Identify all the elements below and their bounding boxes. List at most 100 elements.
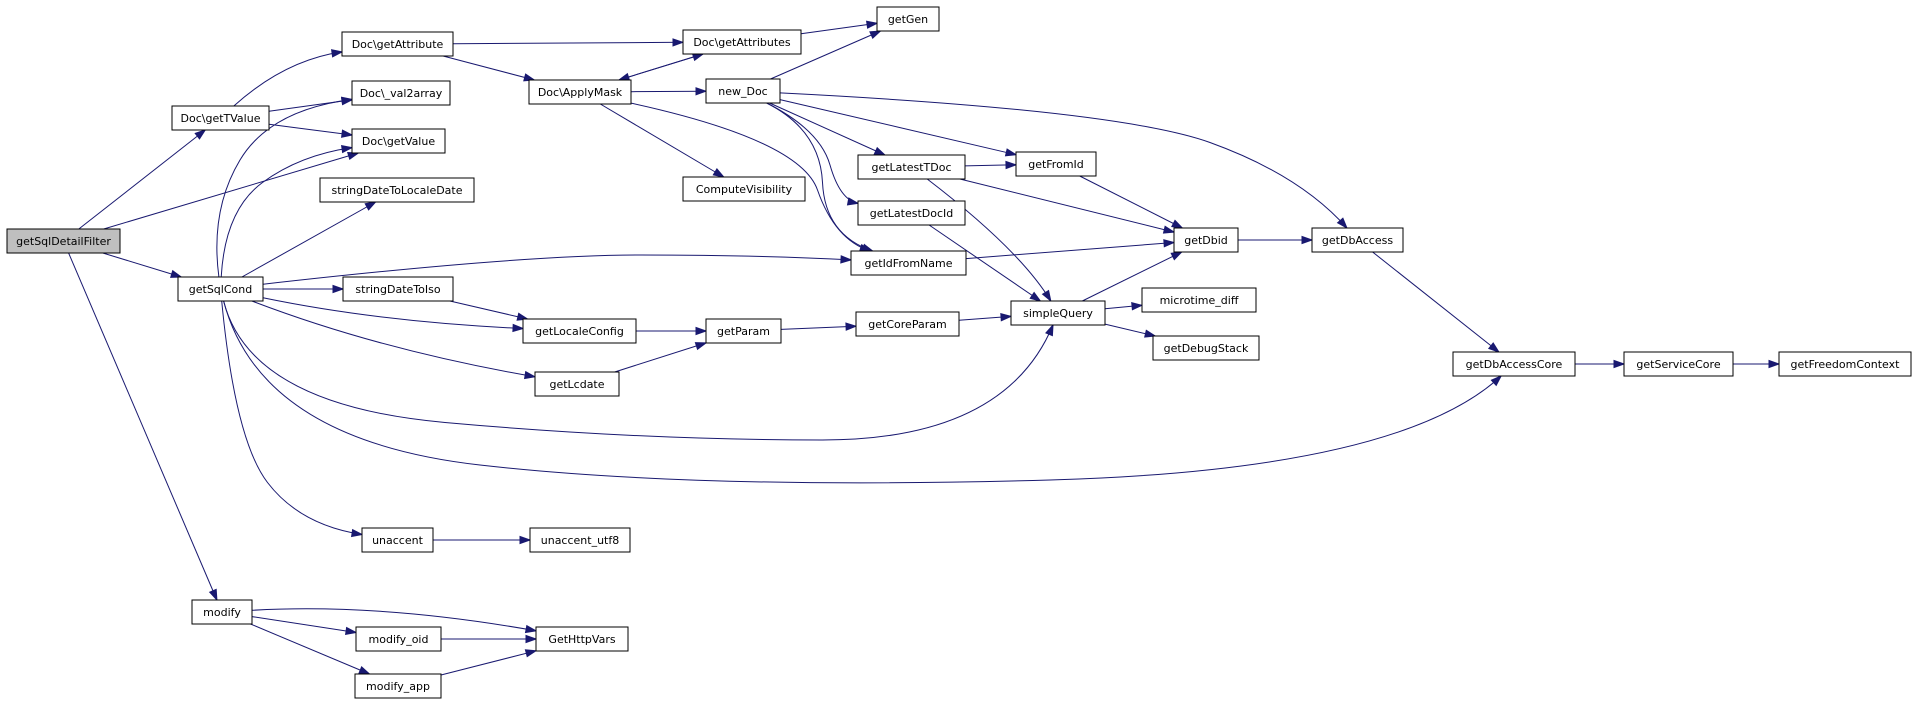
node-box — [1778, 351, 1912, 377]
node-getParam[interactable]: getParam — [705, 318, 782, 344]
edge-arrowhead — [341, 129, 354, 138]
edge-getSqlCond-to-getLocaleConfig — [262, 297, 525, 333]
node-label: getSqlCond — [189, 283, 252, 296]
edge-getSqlDetailFilter-to-getSqlCond — [102, 252, 183, 278]
edge-simpleQuery-to-getDebugStack — [1104, 323, 1157, 338]
node-getFreedomContext[interactable]: getFreedomContext — [1778, 351, 1912, 377]
edge-line — [1372, 251, 1500, 353]
node-modify[interactable]: modify — [191, 599, 253, 625]
node-simpleQuery[interactable]: simpleQuery — [1010, 300, 1106, 326]
node-box — [351, 128, 446, 154]
edge-line — [68, 252, 218, 601]
edge-arrowhead — [523, 370, 537, 380]
node-unaccent_utf8[interactable]: unaccent_utf8 — [529, 527, 631, 553]
edge-docGetAttributes-to-docApplyMask — [617, 53, 704, 81]
edge-line — [618, 53, 704, 81]
node-getDbAccess[interactable]: getDbAccess — [1311, 227, 1404, 253]
node-microtime_diff[interactable]: microtime_diff — [1141, 287, 1257, 313]
node-box — [191, 599, 253, 625]
edge-arrowhead — [712, 168, 726, 178]
edge-line — [600, 103, 724, 178]
edge-arrowhead — [869, 30, 882, 40]
node-label: Doc\getAttributes — [693, 36, 791, 49]
edge-arrowhead — [1005, 160, 1018, 170]
node-box — [351, 80, 451, 106]
edge-arrowhead — [672, 38, 685, 47]
edge-arrowhead — [873, 146, 887, 156]
node-docGetAttributes[interactable]: Doc\getAttributes — [682, 29, 802, 55]
node-getGen[interactable]: getGen — [876, 6, 940, 32]
node-computeVisibility[interactable]: ComputeVisibility — [682, 176, 806, 202]
edge-docApplyMask-to-new_Doc — [630, 87, 708, 96]
node-box — [355, 626, 442, 652]
node-getLcdate[interactable]: getLcdate — [534, 371, 620, 397]
node-docVal2array[interactable]: Doc\_val2array — [351, 80, 451, 106]
edge-line — [250, 623, 370, 675]
node-modify_oid[interactable]: modify_oid — [355, 626, 442, 652]
node-label: getSqlDetailFilter — [16, 235, 111, 248]
edge-getSqlCond-to-docGetValue — [220, 144, 354, 278]
node-docGetTValue[interactable]: Doc\getTValue — [171, 105, 270, 131]
node-GetHttpVars[interactable]: GetHttpVars — [535, 626, 629, 652]
node-box — [522, 318, 637, 344]
node-unaccent[interactable]: unaccent — [361, 527, 434, 553]
node-stringDateToIso[interactable]: stringDateToIso — [342, 276, 454, 302]
node-docGetAttribute[interactable]: Doc\getAttribute — [341, 31, 454, 57]
edge-getSqlCond-to-unaccent — [221, 300, 364, 538]
edge-arrowhead — [341, 144, 354, 154]
node-label: getLocaleConfig — [535, 325, 624, 338]
edge-getLcdate-to-getParam — [614, 342, 708, 373]
edge-getSqlDetailFilter-to-docGetTValue — [78, 129, 207, 230]
edge-arrowhead — [866, 20, 879, 29]
edge-getDbAccessCore-to-getServiceCore — [1575, 359, 1626, 369]
node-getLocaleConfig[interactable]: getLocaleConfig — [522, 318, 637, 344]
node-label: getDbAccess — [1322, 234, 1393, 247]
edge-new_Doc-to-getFromId — [779, 99, 1018, 157]
node-getServiceCore[interactable]: getServiceCore — [1623, 351, 1734, 377]
node-new_Doc[interactable]: new_Doc — [705, 78, 781, 104]
node-box — [1623, 351, 1734, 377]
node-label: Doc\getAttribute — [352, 38, 444, 51]
node-label: microtime_diff — [1160, 294, 1239, 307]
node-stringDateToLocaleDate[interactable]: stringDateToLocaleDate — [319, 177, 475, 203]
node-getSqlCond[interactable]: getSqlCond — [177, 276, 264, 302]
edge-arrowhead — [1041, 289, 1052, 303]
edge-line — [216, 98, 353, 278]
edge-arrowhead — [695, 87, 708, 96]
edge-line — [770, 30, 881, 80]
node-box — [682, 176, 806, 202]
node-label: getCoreParam — [868, 318, 946, 331]
edge-getServiceCore-to-getFreedomContext — [1733, 359, 1781, 369]
edge-line — [78, 129, 206, 230]
edge-line — [1079, 175, 1183, 229]
node-label: getLatestTDoc — [871, 161, 951, 174]
edge-line — [1082, 251, 1182, 302]
node-box — [354, 673, 442, 699]
edge-getSqlCond-to-simpleQuery — [223, 300, 1054, 441]
edge-line — [452, 41, 684, 45]
node-box — [1311, 227, 1404, 253]
node-label: getServiceCore — [1636, 358, 1720, 371]
node-getDbAccessCore[interactable]: getDbAccessCore — [1452, 351, 1576, 377]
node-getFromId[interactable]: getFromId — [1015, 151, 1097, 177]
node-getDebugStack[interactable]: getDebugStack — [1152, 335, 1260, 361]
node-getDbid[interactable]: getDbid — [1173, 227, 1239, 253]
edge-arrowhead — [208, 588, 218, 602]
edge-getSqlDetailFilter-to-modify — [68, 252, 218, 602]
node-getLatestDocId[interactable]: getLatestDocId — [857, 200, 966, 226]
node-box — [361, 527, 434, 553]
node-modify_app[interactable]: modify_app — [354, 673, 442, 699]
node-getSqlDetailFilter[interactable]: getSqlDetailFilter — [6, 228, 121, 254]
edge-arrowhead — [347, 151, 360, 161]
node-box — [535, 626, 629, 652]
node-getCoreParam[interactable]: getCoreParam — [855, 311, 960, 337]
node-docGetValue[interactable]: Doc\getValue — [351, 128, 446, 154]
node-box — [1141, 287, 1257, 313]
node-getLatestTDoc[interactable]: getLatestTDoc — [857, 154, 966, 180]
node-box — [855, 311, 960, 337]
edge-docGetAttributes-to-getGen — [800, 20, 879, 35]
node-getIdFromName[interactable]: getIdFromName — [850, 250, 967, 276]
edge-getLatestTDoc-to-getFromId — [964, 160, 1018, 170]
node-docApplyMask[interactable]: Doc\ApplyMask — [528, 79, 632, 105]
node-label: modify_app — [366, 680, 430, 693]
